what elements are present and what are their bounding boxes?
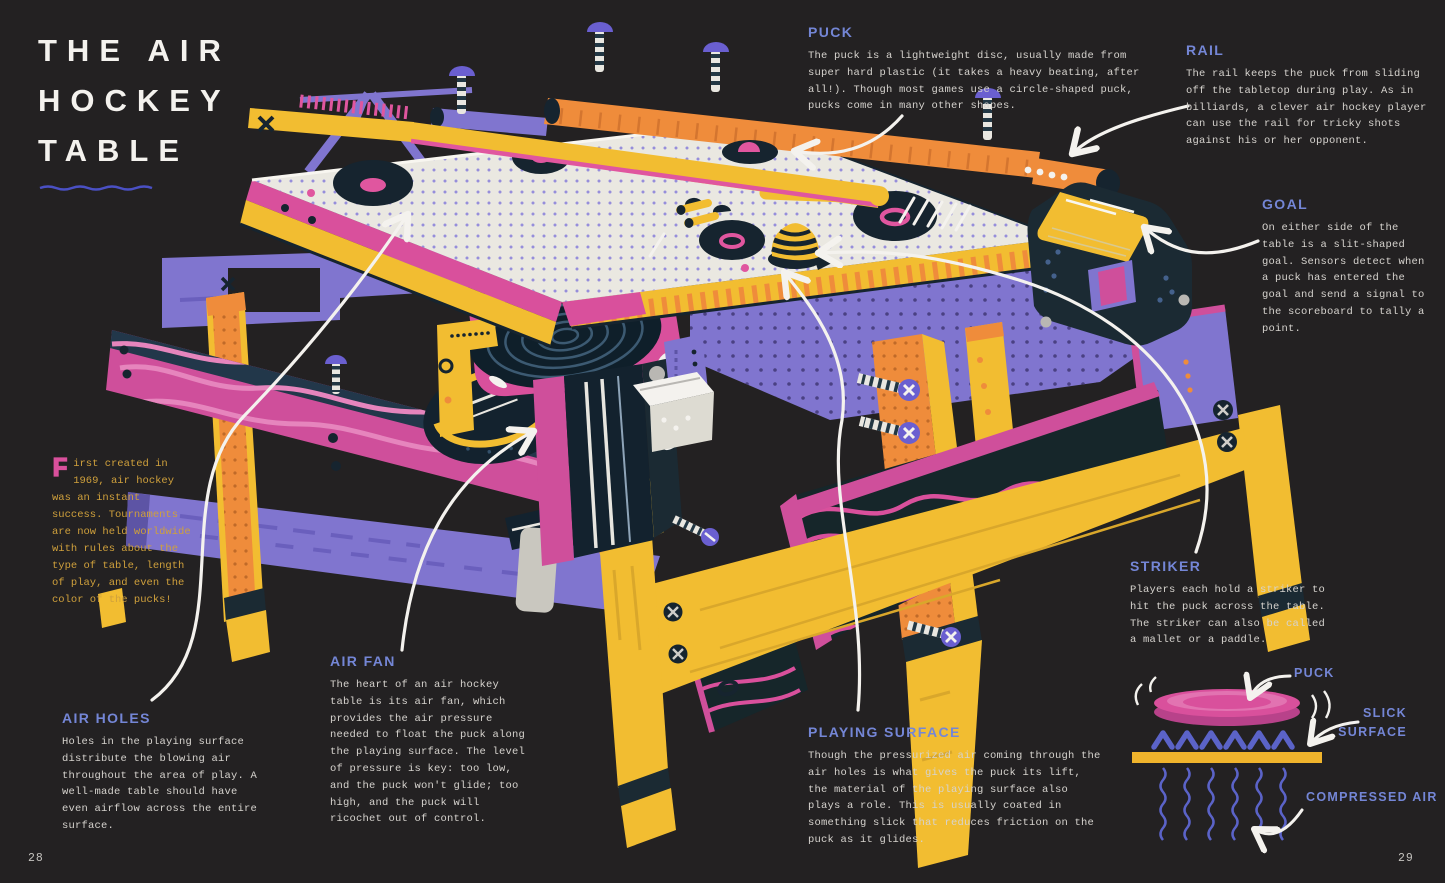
- striker-illustration: [768, 223, 834, 270]
- goal-slot: [1037, 192, 1149, 262]
- compressed-air-waves: [1159, 767, 1287, 841]
- callout-rail: RAIL The rail keeps the puck from slidin…: [1186, 42, 1445, 150]
- screw-icon: [587, 22, 613, 72]
- table-top: [239, 120, 1073, 348]
- title-underline: [39, 185, 153, 191]
- airflow-chevrons: [1151, 730, 1295, 750]
- intro-text: irst created in 1969, air hockey was an …: [52, 458, 191, 606]
- goal-block: [1027, 182, 1192, 346]
- title-line: THE AIR: [38, 33, 231, 68]
- screw-icon: [975, 88, 1001, 140]
- page-number-right: 29: [1398, 852, 1414, 865]
- callout-air-fan: AIR FAN The heart of an air hockey table…: [330, 653, 536, 828]
- inset-label-puck: PUCK: [1294, 666, 1335, 680]
- callout-puck: PUCK The puck is a lightweight disc, usu…: [808, 24, 1160, 115]
- puck-physics-inset: [1132, 676, 1360, 841]
- callout-heading-striker: STRIKER: [1130, 558, 1202, 574]
- slick-surface-bar: [1132, 752, 1322, 763]
- puck-arrow: [794, 114, 904, 153]
- air-fan-arrow: [400, 431, 534, 652]
- callout-playing-surface: PLAYING SURFACE Though the pressurized a…: [808, 724, 1104, 849]
- goal-arrow: [1144, 227, 1260, 253]
- screw-icon: [449, 66, 475, 114]
- callout-body-puck: The puck is a lightweight disc, usually …: [808, 50, 1140, 113]
- screw-icon: [703, 42, 729, 92]
- callout-body-goal: On either side of the table is a slit-sh…: [1262, 222, 1425, 335]
- screw-icon: [906, 620, 961, 647]
- air-holes-surface: [252, 122, 1062, 302]
- callout-lines: [150, 104, 1260, 712]
- screw-icon: [856, 373, 920, 401]
- callout-heading-goal: GOAL: [1262, 196, 1309, 212]
- striker-arrow: [818, 252, 1209, 554]
- callout-goal: GOAL On either side of the table is a sl…: [1262, 196, 1432, 338]
- drop-cap: F: [51, 455, 69, 485]
- callout-heading-puck: PUCK: [808, 24, 854, 40]
- inset-label-slick-surface: SLICK SURFACE: [1338, 706, 1407, 740]
- air-holes-arrow: [150, 214, 408, 702]
- screw-icon: [325, 355, 347, 394]
- callout-striker: STRIKER Players each hold a striker to h…: [1130, 558, 1335, 649]
- puck-illustration: [722, 140, 778, 164]
- screws: [325, 22, 1001, 697]
- callout-body-air-holes: Holes in the playing surface distribute …: [62, 736, 258, 832]
- rail-frame: [220, 94, 889, 292]
- callout-heading-air-fan: AIR FAN: [330, 653, 396, 669]
- playing-surface-arrow: [784, 272, 862, 712]
- callout-body-striker: Players each hold a striker to hit the p…: [1130, 584, 1326, 647]
- callout-air-holes: AIR HOLES Holes in the playing surface d…: [62, 710, 267, 835]
- callout-body-rail: The rail keeps the puck from sliding off…: [1186, 68, 1427, 148]
- callout-body-air-fan: The heart of an air hockey table is its …: [330, 679, 526, 826]
- page-title: THE AIR HOCKEY TABLE: [38, 26, 231, 176]
- screw-icon: [672, 515, 719, 546]
- callout-heading-rail: RAIL: [1186, 42, 1225, 58]
- callout-heading-air-holes: AIR HOLES: [62, 710, 151, 726]
- title-line: HOCKEY: [38, 83, 231, 118]
- inset-compressed-arrow: [1254, 808, 1304, 834]
- rail-arrow: [1072, 104, 1190, 154]
- inset-puck-arrow: [1250, 676, 1292, 698]
- inset-slick-arrow: [1310, 722, 1360, 744]
- callout-heading-playing-surface: PLAYING SURFACE: [808, 724, 961, 740]
- title-line: TABLE: [38, 133, 190, 168]
- screw-icon: [858, 416, 920, 444]
- inset-label-compressed-air: COMPRESSED AIR: [1306, 790, 1438, 804]
- callout-body-playing-surface: Though the pressurized air coming throug…: [808, 750, 1101, 846]
- page-number-left: 28: [28, 852, 44, 865]
